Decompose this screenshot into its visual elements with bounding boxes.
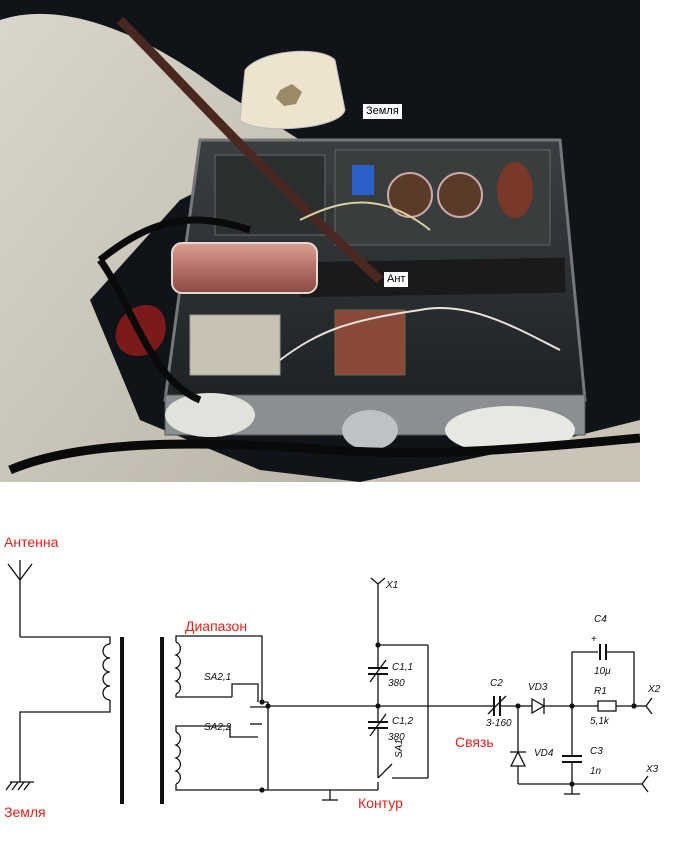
label-vd4: VD4 (534, 748, 554, 759)
label-c3: C3 (590, 746, 603, 757)
label-ground: Земля (4, 804, 46, 820)
label-c4-value: 10μ (594, 666, 611, 677)
label-x1: X1 (386, 580, 399, 591)
label-sa2-2: SA2,2 (204, 722, 232, 733)
label-antenna: Антенна (4, 534, 59, 550)
label-c4: C4 (594, 614, 607, 625)
label-c1-1: C1,1 (392, 662, 414, 673)
label-c1-2-value: 380 (388, 732, 405, 743)
label-sa2-1: SA2,1 (204, 672, 232, 683)
range-coil-1 (174, 641, 182, 695)
label-range: Диапазон (185, 618, 248, 634)
device-photo: Земля Ант (0, 0, 640, 482)
ground-symbol (5, 781, 34, 791)
crystal-radio-photo (0, 0, 640, 482)
label-r1: R1 (594, 686, 607, 697)
circuit-schematic: Антенна Земля Диапазон Контур Связь X1 S… (0, 482, 677, 849)
range-coil-2 (174, 731, 182, 785)
label-sa1: SA1 (394, 739, 405, 758)
label-r1-value: 5,1k (590, 716, 609, 727)
antenna-coil (102, 643, 111, 701)
label-c2: C2 (490, 678, 503, 689)
label-circuit: Контур (358, 795, 403, 811)
photo-label-ground: Земля (363, 104, 402, 119)
antenna-symbol (7, 560, 33, 637)
schematic-drawing (5, 560, 653, 804)
label-c3-value: 1n (590, 766, 602, 777)
label-x2: X2 (648, 684, 661, 695)
label-c1-1-value: 380 (388, 678, 405, 689)
photo-label-antenna: Ант (384, 272, 409, 287)
label-c1-2: C1,2 (392, 716, 414, 727)
label-vd3: VD3 (528, 682, 548, 693)
label-c4-plus: + (591, 634, 597, 645)
label-x3: X3 (646, 764, 659, 775)
label-coupling: Связь (455, 734, 494, 750)
label-c2-value: 3-160 (486, 718, 512, 729)
